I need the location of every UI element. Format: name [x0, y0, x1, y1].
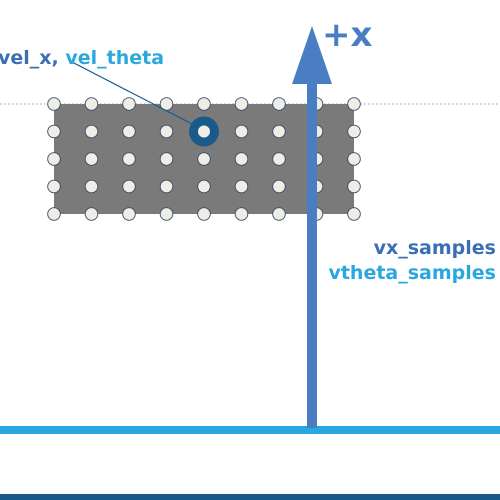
sample-dot: [272, 179, 286, 194]
sample-dot: [197, 152, 211, 166]
leader-line: [71, 61, 197, 127]
sample-dot: [84, 152, 99, 166]
x-axis-arrow-shaft: [307, 76, 317, 428]
highlighted-sample-dot: [198, 125, 210, 138]
sample-dot: [272, 124, 286, 139]
sample-dot: [122, 97, 136, 111]
x-axis-label: +x: [322, 15, 372, 55]
sample-dot: [272, 97, 286, 111]
sample-dot: [47, 152, 61, 166]
sample-dot: [234, 124, 249, 139]
sample-dot: [197, 179, 211, 194]
sample-dot: [84, 124, 99, 139]
sample-dot: [272, 152, 286, 166]
sample-dot: [347, 152, 361, 166]
sample-dot: [272, 207, 286, 221]
sample-dot: [159, 179, 174, 194]
vx-samples-label: vx_samples: [374, 237, 496, 259]
velocity-label-theta: vel_theta: [65, 47, 164, 69]
sample-dot: [159, 124, 174, 139]
ground-line: [0, 426, 500, 434]
sample-dot: [47, 124, 61, 139]
velocity-label: vel_x, vel_theta: [0, 47, 164, 69]
sample-dot: [84, 207, 99, 221]
x-axis-arrow-head: [292, 26, 332, 84]
sample-dot: [122, 152, 136, 166]
sample-dot: [234, 97, 249, 111]
sample-dot: [84, 179, 99, 194]
sample-dot: [347, 124, 361, 139]
sample-dot: [347, 207, 361, 221]
sample-dot: [47, 179, 61, 194]
vtheta-samples-label: vtheta_samples: [328, 262, 496, 284]
sample-dot: [197, 97, 211, 111]
sample-dot: [234, 207, 249, 221]
sample-dot: [84, 97, 99, 111]
sample-dot: [347, 179, 361, 194]
velocity-label-x: vel_x,: [0, 47, 65, 69]
sample-dot: [122, 179, 136, 194]
sample-dots: [47, 97, 361, 221]
sample-dot: [159, 207, 174, 221]
bottom-edge: [0, 494, 500, 500]
sample-dot: [159, 152, 174, 166]
sample-dot: [197, 207, 211, 221]
sample-dot: [47, 207, 61, 221]
sample-dot: [234, 179, 249, 194]
sample-dot: [47, 97, 61, 111]
sample-dot: [234, 152, 249, 166]
sample-dot: [347, 97, 361, 111]
sample-dot: [122, 207, 136, 221]
sample-dot: [122, 124, 136, 139]
